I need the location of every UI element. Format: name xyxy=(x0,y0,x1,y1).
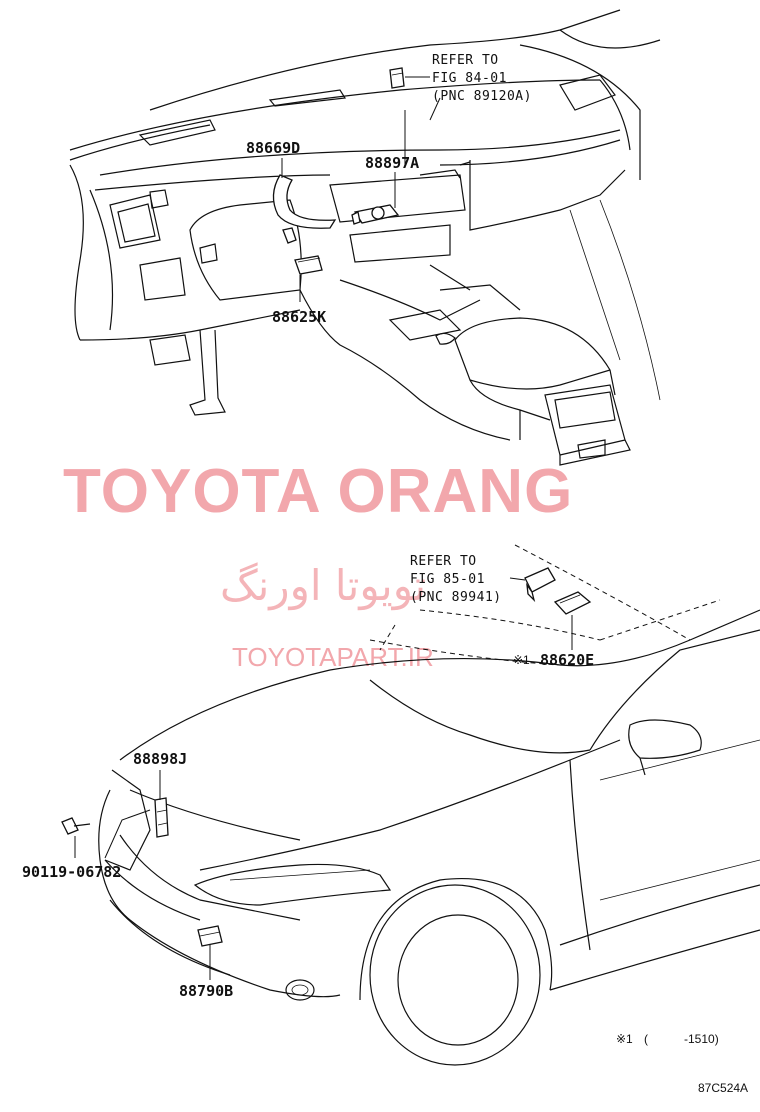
ref-bottom-line1: REFER TO xyxy=(410,554,477,569)
part-88625k-drawing xyxy=(294,255,323,275)
illustration-code: 87C524A xyxy=(698,1081,748,1095)
part-88669d-drawing xyxy=(272,174,337,244)
callout-88669d: 88669D xyxy=(246,139,300,157)
callout-88620e-mark: ※1 xyxy=(513,653,530,667)
ref-top-line2: FIG 84-01 xyxy=(432,71,507,86)
ref-top-line3: (PNC 89120A) xyxy=(432,89,532,104)
callout-88897a: 88897A xyxy=(365,154,419,172)
part-88620e-drawing xyxy=(553,591,592,615)
dashboard-illustration xyxy=(69,9,661,466)
callout-90119-06782: 90119-06782 xyxy=(22,863,121,881)
part-89120a-drawing xyxy=(389,67,405,89)
footnote-mark: ※1 xyxy=(616,1032,633,1046)
part-88898j-drawing xyxy=(154,797,169,838)
callout-88790b: 88790B xyxy=(179,982,233,1000)
ref-bottom-line2: FIG 85-01 xyxy=(410,572,485,587)
ref-top-line1: REFER TO xyxy=(432,53,499,68)
watermark-brand: TOYOTA ORANG xyxy=(63,457,573,526)
watermark-persian: تویوتا اورنگ xyxy=(220,561,426,610)
footnote-open: ( xyxy=(644,1032,648,1046)
part-90119-bolt-drawing xyxy=(61,817,91,835)
callout-88620e: 88620E xyxy=(540,651,594,669)
part-89941-drawing xyxy=(524,567,556,603)
watermark-site: TOYOTAPART.IR xyxy=(232,642,434,672)
callout-88898j: 88898J xyxy=(133,750,187,768)
ref-bottom-line3: (PNC 89941) xyxy=(410,590,502,605)
part-88897a-drawing xyxy=(351,204,400,225)
part-88790b-drawing xyxy=(197,925,223,947)
footnote-range: -1510) xyxy=(684,1032,719,1046)
callout-88625k: 88625K xyxy=(272,308,326,326)
car-front-illustration xyxy=(98,544,760,1066)
